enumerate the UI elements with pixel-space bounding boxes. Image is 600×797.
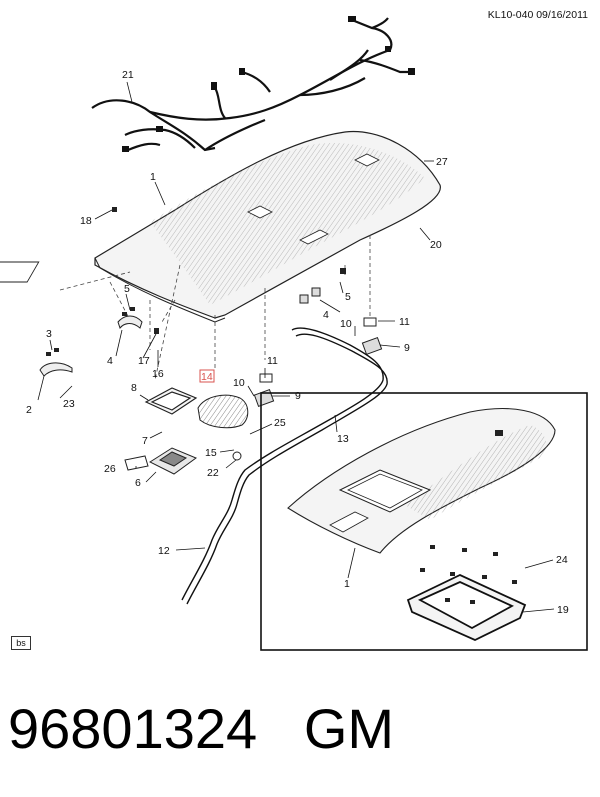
callout-1: 1 bbox=[150, 171, 156, 183]
callout-14-highlight: 14 bbox=[199, 369, 215, 383]
callout-5-right: 5 bbox=[345, 291, 351, 303]
leader-guides bbox=[59, 235, 371, 381]
callout-17: 17 bbox=[138, 355, 150, 367]
callout-16: 16 bbox=[152, 368, 164, 380]
drain-hose-12 bbox=[181, 499, 238, 605]
callout-9-right: 9 bbox=[404, 342, 410, 354]
bs-badge: bs bbox=[11, 636, 31, 650]
callout-1-inset: 1 bbox=[344, 578, 350, 590]
callout-26: 26 bbox=[104, 463, 116, 475]
callout-27: 27 bbox=[436, 156, 448, 168]
callout-20: 20 bbox=[430, 239, 442, 251]
lens-26 bbox=[124, 455, 149, 471]
sunroof-opening bbox=[0, 261, 40, 283]
callout-18: 18 bbox=[80, 215, 92, 227]
harness-connectors bbox=[122, 16, 415, 152]
callout-13: 13 bbox=[337, 433, 349, 445]
callout-14: 14 bbox=[201, 371, 213, 383]
callout-11-right: 11 bbox=[399, 316, 410, 328]
console-14 bbox=[197, 394, 249, 429]
callout-25: 25 bbox=[274, 417, 286, 429]
inset-headliner bbox=[287, 408, 556, 554]
assist-handle-2 bbox=[39, 362, 73, 377]
callout-11-mid: 11 bbox=[267, 355, 278, 367]
dome-lamp-6 bbox=[148, 447, 198, 475]
wiring-harness bbox=[91, 17, 412, 152]
part-number: 96801324 bbox=[8, 697, 258, 760]
callout-4-right: 4 bbox=[323, 309, 329, 321]
callout-24: 24 bbox=[556, 554, 568, 566]
callout-5-left: 5 bbox=[124, 283, 130, 295]
callout-3: 3 bbox=[46, 328, 52, 340]
headliner-panel bbox=[0, 130, 441, 323]
callout-12: 12 bbox=[158, 545, 170, 557]
callout-6: 6 bbox=[135, 477, 141, 489]
inset-frame bbox=[260, 392, 588, 651]
small-lamps bbox=[232, 287, 383, 461]
callout-8: 8 bbox=[131, 382, 137, 394]
callout-21: 21 bbox=[122, 69, 134, 81]
callout-15: 15 bbox=[205, 447, 217, 459]
parts-diagram: 21 1 18 27 20 5 5 4 10 11 9 3 4 17 16 11… bbox=[0, 16, 588, 651]
reference-code: KL10-040 09/16/2011 bbox=[487, 9, 588, 21]
part-number-footer: 96801324 GM bbox=[8, 694, 394, 764]
sunroof-frame-19 bbox=[406, 574, 527, 641]
callout-23: 23 bbox=[63, 398, 75, 410]
leader-lines bbox=[37, 81, 555, 613]
assist-handle-4 bbox=[117, 315, 143, 330]
drain-hose-13 bbox=[231, 327, 388, 505]
callout-labels: 21 1 18 27 20 5 5 4 10 11 9 3 4 17 16 11… bbox=[26, 69, 569, 616]
callout-9-mid: 9 bbox=[295, 390, 301, 402]
callout-10-mid: 10 bbox=[233, 377, 245, 389]
sunroof-trim-8 bbox=[144, 387, 198, 415]
callout-19: 19 bbox=[557, 604, 569, 616]
callout-7: 7 bbox=[142, 435, 148, 447]
clips bbox=[46, 207, 346, 356]
callout-10-right: 10 bbox=[340, 318, 352, 330]
callout-2: 2 bbox=[26, 404, 32, 416]
inset-clips bbox=[420, 430, 517, 604]
callout-22: 22 bbox=[207, 467, 219, 479]
callout-4-left: 4 bbox=[107, 355, 113, 367]
brand-name: GM bbox=[303, 697, 395, 760]
